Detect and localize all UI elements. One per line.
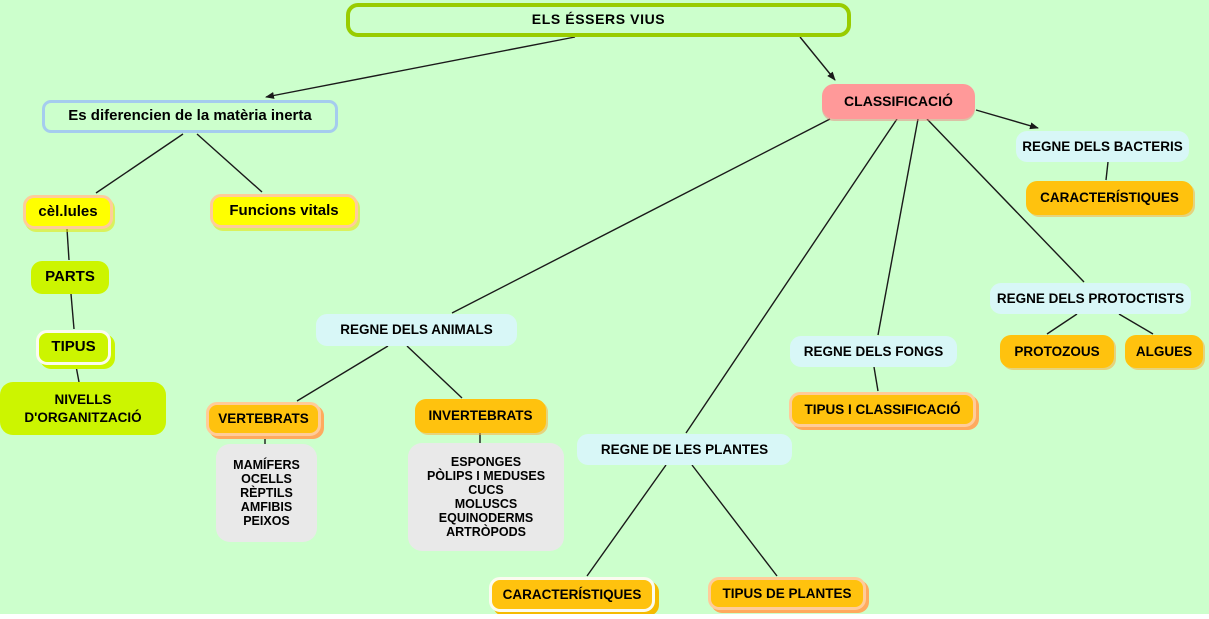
node-algues-label: ALGUES <box>1135 343 1193 359</box>
edge-regne-de-les-plantes-to-tipus-de-plantes <box>691 464 778 577</box>
node-classificacio-label: CLASSIFICACIÓ <box>844 92 953 109</box>
edge-els-essers-vius-to-es-diferencien <box>265 36 576 99</box>
node-cel-lules-label: cèl.lules <box>38 202 98 220</box>
node-algues[interactable]: ALGUES <box>1125 335 1203 368</box>
node-tipus[interactable]: TIPUS <box>36 330 111 365</box>
edge-classificacio-to-regne-de-les-plantes <box>685 118 898 434</box>
node-invertebrats-list-label: MOLUSCS <box>454 497 518 511</box>
node-invertebrats-list-label: ESPONGES <box>450 455 522 469</box>
node-protozous[interactable]: PROTOZOUS <box>1000 335 1114 368</box>
node-els-essers-vius-label: ELS ÉSSERS VIUS <box>531 11 666 28</box>
node-tipus-label: TIPUS <box>51 338 96 356</box>
node-parts-label: PARTS <box>45 268 95 286</box>
node-regne-dels-animals-label: REGNE DELS ANIMALS <box>340 322 493 338</box>
node-regne-dels-fongs-label: REGNE DELS FONGS <box>803 343 944 359</box>
edge-cel-lules-to-parts <box>66 228 70 261</box>
node-caracteristiques-plantes[interactable]: CARACTERÍSTIQUES <box>489 577 655 612</box>
node-regne-dels-fongs[interactable]: REGNE DELS FONGS <box>790 336 957 367</box>
node-invertebrats-list-label: CUCS <box>468 483 504 497</box>
edge-regne-dels-animals-to-invertebrats <box>406 345 463 399</box>
edge-es-diferencien-to-funcions-vitals <box>196 133 263 193</box>
node-vertebrats-list-label: MAMÍFERS <box>233 458 300 472</box>
node-cel-lules[interactable]: cèl.lules <box>23 195 113 229</box>
edge-regne-dels-bacteris-to-caracteristiques-bacteris <box>1105 161 1109 181</box>
node-regne-dels-protoctists[interactable]: REGNE DELS PROTOCTISTS <box>990 283 1191 314</box>
edge-classificacio-to-regne-dels-animals <box>451 118 831 314</box>
edge-regne-dels-protoctists-to-algues <box>1118 313 1154 335</box>
node-vertebrats[interactable]: VERTEBRATS <box>206 402 321 436</box>
node-tipus-de-plantes[interactable]: TIPUS DE PLANTES <box>708 577 866 610</box>
node-regne-de-les-plantes-label: REGNE DE LES PLANTES <box>600 441 769 457</box>
edge-regne-de-les-plantes-to-caracteristiques-plantes <box>586 464 667 577</box>
node-vertebrats-list-label: AMFIBIS <box>240 500 293 514</box>
node-vertebrats-list-label: OCELLS <box>241 472 292 486</box>
node-vertebrats-label: VERTEBRATS <box>218 411 309 427</box>
node-caracteristiques-bacteris-label: CARACTERÍSTIQUES <box>1040 190 1179 206</box>
edge-els-essers-vius-to-classificacio <box>799 36 836 81</box>
node-vertebrats-list-label: PEIXOS <box>243 514 290 528</box>
edge-classificacio-to-regne-dels-protoctists <box>926 118 1085 283</box>
node-invertebrats-list-label: EQUINODERMS <box>438 511 534 525</box>
node-regne-dels-bacteris[interactable]: REGNE DELS BACTERIS <box>1016 131 1189 162</box>
edge-parts-to-tipus <box>70 293 75 330</box>
node-invertebrats-list-label: ARTRÒPODS <box>446 525 526 539</box>
node-regne-dels-bacteris-label: REGNE DELS BACTERIS <box>1022 138 1183 154</box>
node-vertebrats-list-label: RÈPTILS <box>240 486 293 500</box>
node-funcions-vitals-label: Funcions vitals <box>229 201 339 219</box>
node-nivells-organitzacio-label: NIVELLS <box>54 391 112 407</box>
node-invertebrats-list-label: PÒLIPS I MEDUSES <box>426 469 546 483</box>
edge-regne-dels-fongs-to-tipus-i-classificacio <box>873 366 879 392</box>
node-invertebrats[interactable]: INVERTEBRATS <box>415 399 546 433</box>
page-bottom-edge <box>0 614 1209 619</box>
edge-classificacio-to-regne-dels-bacteris <box>975 109 1039 130</box>
node-parts[interactable]: PARTS <box>31 261 109 294</box>
node-els-essers-vius[interactable]: ELS ÉSSERS VIUS <box>346 3 851 37</box>
node-es-diferencien[interactable]: Es diferencien de la matèria inerta <box>42 100 338 133</box>
node-regne-dels-animals[interactable]: REGNE DELS ANIMALS <box>316 314 517 346</box>
node-tipus-i-classificacio-label: TIPUS I CLASSIFICACIÓ <box>804 401 961 417</box>
node-regne-dels-protoctists-label: REGNE DELS PROTOCTISTS <box>996 290 1185 306</box>
node-nivells-organitzacio[interactable]: NIVELLS D'ORGANITZACIÓ <box>0 382 166 435</box>
node-classificacio[interactable]: CLASSIFICACIÓ <box>822 84 975 119</box>
node-funcions-vitals[interactable]: Funcions vitals <box>210 194 358 228</box>
node-tipus-i-classificacio[interactable]: TIPUS I CLASSIFICACIÓ <box>789 392 976 427</box>
edge-regne-dels-protoctists-to-protozous <box>1046 313 1078 335</box>
node-caracteristiques-bacteris[interactable]: CARACTERÍSTIQUES <box>1026 181 1193 215</box>
node-regne-de-les-plantes[interactable]: REGNE DE LES PLANTES <box>577 434 792 465</box>
node-protozous-label: PROTOZOUS <box>1014 343 1100 359</box>
node-invertebrats-label: INVERTEBRATS <box>428 408 533 424</box>
node-tipus-de-plantes-label: TIPUS DE PLANTES <box>722 585 852 601</box>
edge-regne-dels-animals-to-vertebrats <box>296 345 389 402</box>
edge-es-diferencien-to-cel-lules <box>95 133 184 194</box>
edge-classificacio-to-regne-dels-fongs <box>877 118 919 336</box>
node-caracteristiques-plantes-label: CARACTERÍSTIQUES <box>502 586 642 602</box>
node-nivells-organitzacio-label: D'ORGANITZACIÓ <box>24 409 142 425</box>
node-es-diferencien-label: Es diferencien de la matèria inerta <box>68 107 312 125</box>
edge-tipus-to-nivells-organitzacio <box>75 365 80 383</box>
